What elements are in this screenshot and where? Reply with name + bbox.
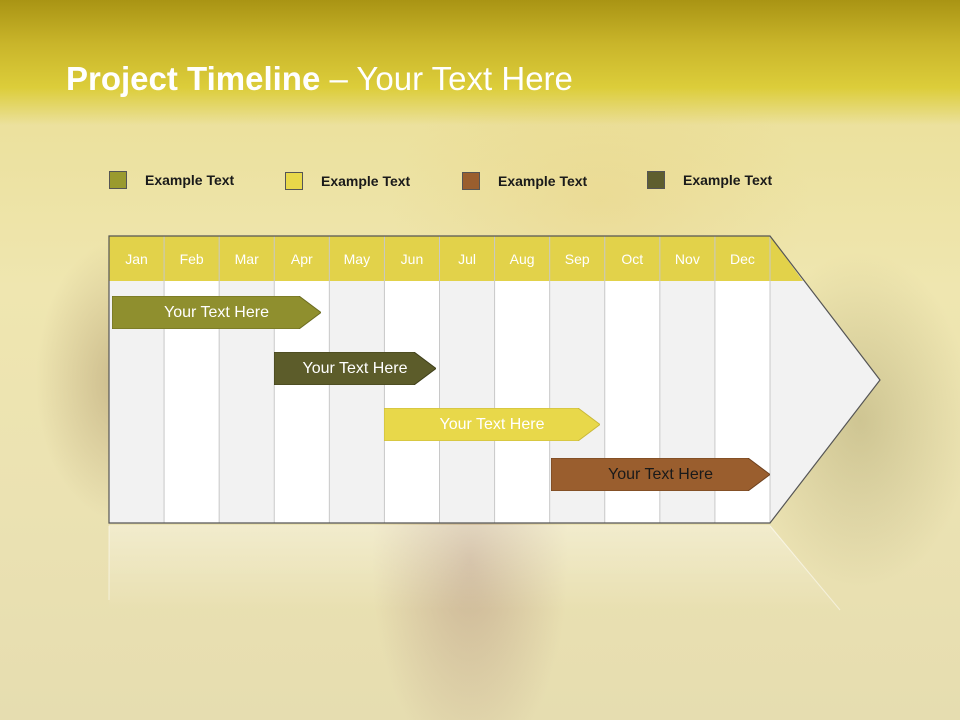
month-label-nov: Nov <box>675 251 700 267</box>
month-label-jun: Jun <box>401 251 424 267</box>
month-label-aug: Aug <box>510 251 535 267</box>
task-bar-4-shape <box>551 458 770 491</box>
task-bar-4-label: Your Text Here <box>608 465 713 483</box>
month-column-may <box>329 281 385 523</box>
month-column-aug <box>494 281 550 523</box>
task-bar-3-label: Your Text Here <box>439 415 545 433</box>
legend-item-4: Example Text <box>647 170 772 190</box>
legend-swatch-1 <box>109 171 127 189</box>
legend-label-3: Example Text <box>498 173 588 189</box>
page-title: Project Timeline – Your Text Here <box>66 60 573 98</box>
legend-label-2: Example Text <box>321 173 411 189</box>
task-bar-4: Your Text Here <box>551 458 770 491</box>
timeline-reflection <box>109 525 840 610</box>
legend-swatch-2 <box>285 172 303 190</box>
month-column-jul <box>439 281 495 523</box>
reflection-edge <box>769 525 841 611</box>
title-bold: Project Timeline <box>66 60 321 97</box>
month-label-jan: Jan <box>125 251 148 267</box>
month-header-row <box>109 236 803 281</box>
legend-item-1: Example Text <box>109 170 234 190</box>
month-column-jun <box>384 281 440 523</box>
task-bar-2-label: Your Text Here <box>302 359 408 377</box>
month-labels: Jan Feb Mar Apr May Jun Jul Aug Sep Oct Nov Dec <box>125 251 755 267</box>
timeline-arrow-outline <box>108 235 881 524</box>
legend-item-2: Example Text <box>285 171 410 191</box>
title-rest: – Your Text Here <box>320 60 573 97</box>
header-band <box>0 0 960 125</box>
month-label-oct: Oct <box>621 251 643 267</box>
legend-swatch-3 <box>462 172 480 190</box>
task-bar-1-label: Your Text Here <box>164 303 269 321</box>
month-label-feb: Feb <box>180 251 204 267</box>
legend-label-4: Example Text <box>683 172 773 188</box>
legend-item-3: Example Text <box>462 171 587 191</box>
month-label-apr: Apr <box>291 251 313 267</box>
task-bar-3: Your Text Here <box>384 408 600 441</box>
month-label-sep: Sep <box>565 251 590 267</box>
task-bar-1: Your Text Here <box>112 296 321 329</box>
month-label-may: May <box>344 251 370 267</box>
legend-swatch-4 <box>647 171 665 189</box>
task-bar-1-shape <box>112 296 321 329</box>
task-bar-2-shape <box>274 352 436 385</box>
month-label-dec: Dec <box>730 251 755 267</box>
legend-label-1: Example Text <box>145 172 235 188</box>
month-label-mar: Mar <box>235 251 259 267</box>
task-bar-3-shape <box>384 408 600 441</box>
task-bar-2: Your Text Here <box>274 352 436 385</box>
month-label-jul: Jul <box>458 251 476 267</box>
